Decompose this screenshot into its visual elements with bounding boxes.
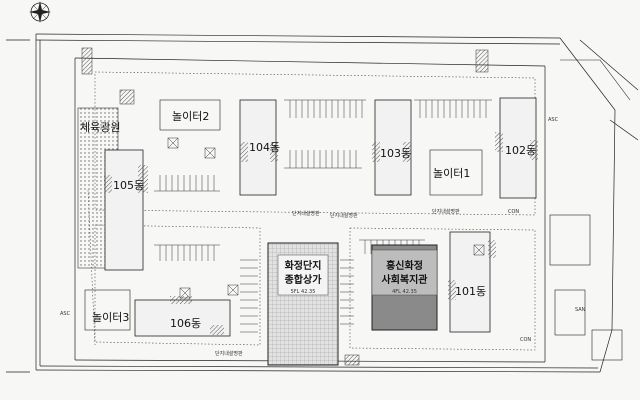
facility-annotation: 단지내설명판 <box>215 351 243 357</box>
parking-stalls <box>154 99 492 333</box>
building-104-label: 104동 <box>249 141 281 154</box>
shopping-mall-subtext: 5FL 42.35 <box>290 289 316 295</box>
san-annotation: SAN <box>575 307 586 313</box>
building-104 <box>239 99 278 196</box>
con-annotation: CON <box>508 209 520 215</box>
shopping-mall-name-line1: 화정단지 <box>284 261 322 272</box>
building-102 <box>495 97 538 199</box>
facility-annotation: 단지내설명판 <box>432 209 460 215</box>
con-annotation: CON <box>520 337 532 343</box>
building-105-label: 105동 <box>113 179 145 192</box>
playground-3-label: 놀이터3 <box>92 311 130 324</box>
shopping-mall-name-line2: 종합상가 <box>284 275 322 286</box>
building-102-label: 102동 <box>505 144 537 157</box>
misc-features <box>81 47 489 366</box>
building-101 <box>448 231 496 333</box>
road-lines <box>6 33 639 373</box>
facility-annotation: 단지내설명판 <box>292 211 320 217</box>
playground-2-label: 놀이터2 <box>172 110 210 123</box>
building-103 <box>372 99 412 196</box>
asc-annotation: ASC <box>60 311 71 317</box>
asc-annotation: ASC <box>548 117 559 123</box>
playground-1-label: 놀이터1 <box>433 167 471 180</box>
playground-3-area <box>84 289 131 331</box>
playground-1-area <box>429 149 483 196</box>
building-106 <box>134 296 231 337</box>
facility-annotation: 단지내설명판 <box>330 213 358 219</box>
adjacent-parcels <box>549 59 631 361</box>
welfare-center-name-line2: 사회복지관 <box>381 275 428 286</box>
building-105 <box>104 149 148 271</box>
compass-rose-icon <box>29 1 51 23</box>
playground-2-area <box>159 99 221 131</box>
park-label: 체육광원 <box>80 121 121 134</box>
welfare-center-name-line1: 홍신화정 <box>386 261 423 272</box>
building-101-label: 101동 <box>455 285 487 298</box>
building-103-label: 103동 <box>380 147 412 160</box>
building-106-label: 106동 <box>170 317 202 330</box>
welfare-center-subtext: 4FL 42.35 <box>392 289 417 295</box>
